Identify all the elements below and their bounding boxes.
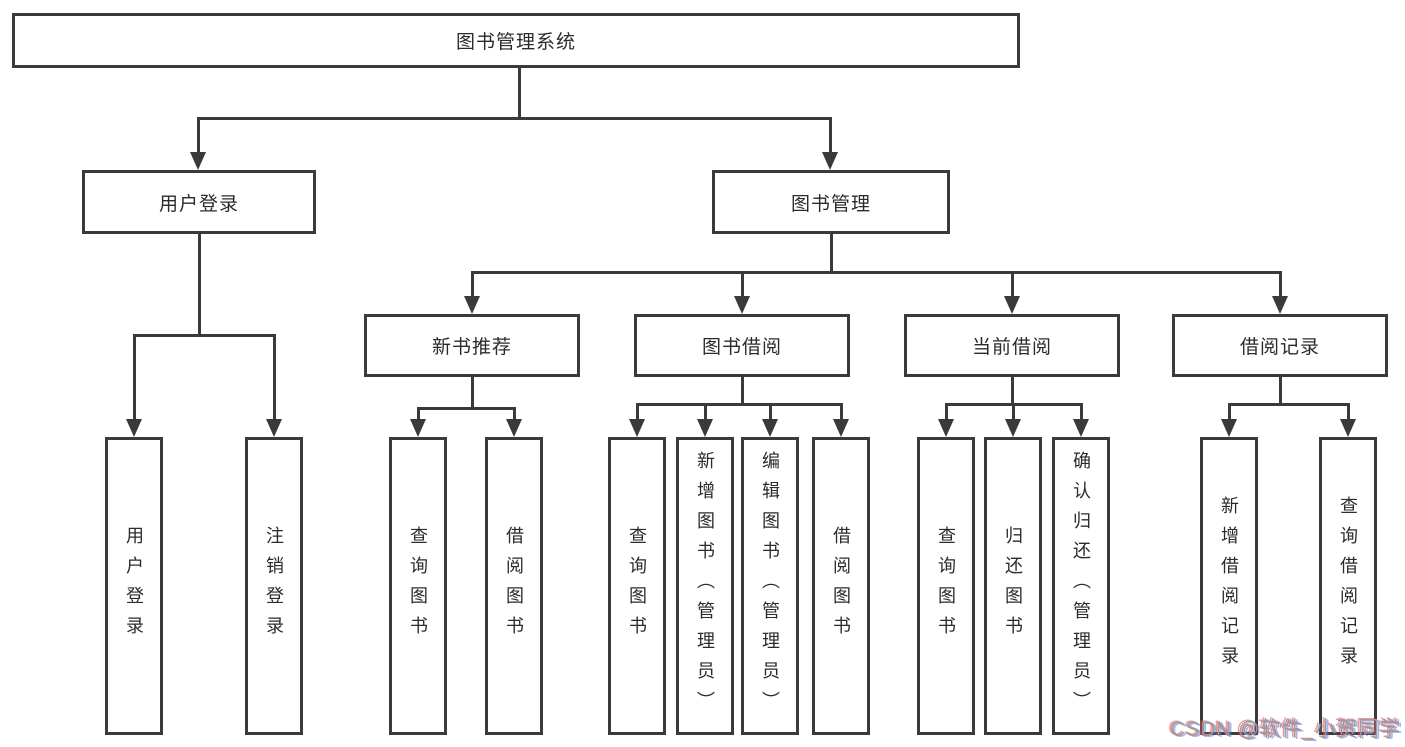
leaf-label: 查询图书 <box>408 526 428 646</box>
leaf-label: 新增图书（管理员） <box>695 451 715 721</box>
leaf-query-book-recommend: 查询图书 <box>389 437 447 735</box>
node-library-system: 图书管理系统 <box>12 13 1020 68</box>
connector-line <box>1279 272 1282 296</box>
leaf-query-borrow-record: 查询借阅记录 <box>1319 437 1377 735</box>
leaf-label: 编辑图书（管理员） <box>760 451 780 721</box>
leaf-logout: 注销登录 <box>245 437 303 735</box>
connector-line <box>829 118 832 152</box>
arrowhead-icon <box>464 296 480 314</box>
leaf-edit-book-admin: 编辑图书（管理员） <box>741 437 799 735</box>
arrowhead-icon <box>734 296 750 314</box>
arrowhead-icon <box>822 152 838 170</box>
leaf-label: 新增借阅记录 <box>1219 496 1239 676</box>
leaf-label: 用户登录 <box>124 526 144 646</box>
connector-line <box>1228 403 1350 406</box>
node-book-management: 图书管理 <box>712 170 950 234</box>
arrowhead-icon <box>1221 419 1237 437</box>
arrowhead-icon <box>762 419 778 437</box>
connector-line <box>1347 404 1350 419</box>
arrowhead-icon <box>410 419 426 437</box>
connector-line <box>513 408 516 419</box>
csdn-watermark: CSDN @软件_小贺同学 <box>1170 718 1401 741</box>
connector-line <box>133 335 136 419</box>
arrowhead-icon <box>126 419 142 437</box>
leaf-label: 借阅图书 <box>504 526 524 646</box>
arrowhead-icon <box>190 152 206 170</box>
leaf-return-book: 归还图书 <box>984 437 1042 735</box>
connector-line <box>1012 404 1015 419</box>
leaf-label: 注销登录 <box>264 526 284 646</box>
connector-line <box>197 118 200 152</box>
connector-line <box>417 408 420 419</box>
leaf-query-book-borrow: 查询图书 <box>608 437 666 735</box>
node-book-borrow: 图书借阅 <box>634 314 850 377</box>
leaf-borrow-book-recommend: 借阅图书 <box>485 437 543 735</box>
connector-line <box>518 68 521 118</box>
connector-line <box>741 377 744 404</box>
connector-line <box>1279 377 1282 404</box>
connector-line <box>769 404 772 419</box>
node-new-book-recommend: 新书推荐 <box>364 314 580 377</box>
arrowhead-icon <box>938 419 954 437</box>
arrowhead-icon <box>833 419 849 437</box>
arrowhead-icon <box>1073 419 1089 437</box>
leaf-label: 查询借阅记录 <box>1338 496 1358 676</box>
node-borrow-record: 借阅记录 <box>1172 314 1388 377</box>
leaf-add-borrow-record: 新增借阅记录 <box>1200 437 1258 735</box>
arrowhead-icon <box>506 419 522 437</box>
connector-line <box>133 334 276 337</box>
node-user-login: 用户登录 <box>82 170 316 234</box>
connector-line <box>1228 404 1231 419</box>
connector-line <box>197 117 832 120</box>
connector-line <box>471 377 474 408</box>
leaf-label: 借阅图书 <box>831 526 851 646</box>
arrowhead-icon <box>1005 419 1021 437</box>
leaf-label: 查询图书 <box>627 526 647 646</box>
connector-line <box>741 272 744 296</box>
leaf-query-book-current: 查询图书 <box>917 437 975 735</box>
node-current-borrow: 当前借阅 <box>904 314 1120 377</box>
connector-line <box>945 404 948 419</box>
arrowhead-icon <box>629 419 645 437</box>
connector-line <box>636 404 639 419</box>
arrowhead-icon <box>1272 296 1288 314</box>
connector-line <box>830 234 833 272</box>
connector-line <box>471 272 474 296</box>
leaf-label: 确认归还（管理员） <box>1071 451 1091 721</box>
leaf-label: 归还图书 <box>1003 526 1023 646</box>
connector-line <box>840 404 843 419</box>
leaf-user-login: 用户登录 <box>105 437 163 735</box>
arrowhead-icon <box>1004 296 1020 314</box>
leaf-borrow-book: 借阅图书 <box>812 437 870 735</box>
leaf-confirm-return-admin: 确认归还（管理员） <box>1052 437 1110 735</box>
leaf-label: 查询图书 <box>936 526 956 646</box>
arrowhead-icon <box>697 419 713 437</box>
connector-line <box>417 407 516 410</box>
connector-line <box>1011 272 1014 296</box>
connector-line <box>636 403 843 406</box>
connector-line <box>198 234 201 335</box>
leaf-add-book-admin: 新增图书（管理员） <box>676 437 734 735</box>
connector-line <box>704 404 707 419</box>
arrowhead-icon <box>266 419 282 437</box>
connector-line <box>273 335 276 419</box>
arrowhead-icon <box>1340 419 1356 437</box>
connector-line <box>1011 377 1014 404</box>
connector-line <box>471 271 1282 274</box>
connector-line <box>1080 404 1083 419</box>
